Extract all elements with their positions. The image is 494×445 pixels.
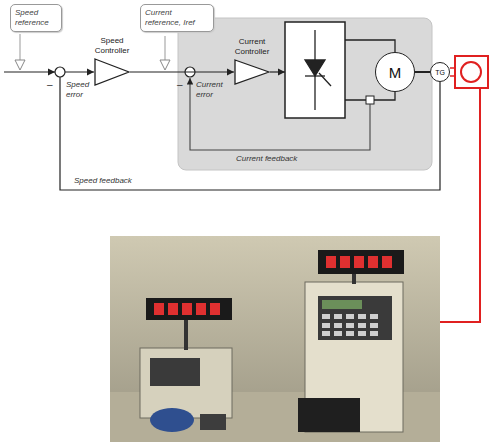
- motor-circle: M: [375, 52, 415, 92]
- signal-label: Speed error: [66, 80, 98, 100]
- connector-line: [60, 72, 440, 190]
- red-cable: [440, 88, 480, 322]
- controller-triangle: Current Controller: [222, 37, 282, 85]
- pointer-head: [160, 60, 170, 70]
- callout-box: Current reference, Iref: [140, 4, 214, 32]
- red-sensor-symbol: [461, 62, 481, 82]
- current-loop-panel: [178, 18, 432, 170]
- connector-line: [415, 71, 430, 73]
- connector-line: [130, 71, 234, 72]
- pointer-line: [165, 36, 166, 60]
- callout-box: Speed reference: [10, 4, 62, 32]
- pointer-line: [20, 34, 21, 60]
- triangle-outline: [95, 59, 129, 85]
- triangle-symbol: [234, 59, 270, 85]
- edge-label: Speed feedback: [72, 176, 134, 186]
- thyristor-symbol: [305, 30, 331, 110]
- equipment-photo: [110, 236, 440, 442]
- signal-label: Current error: [196, 80, 232, 100]
- summing-junction: [55, 67, 65, 77]
- triangle-symbol: [94, 58, 130, 86]
- node-text: Current reference, Iref: [145, 8, 209, 28]
- node-text: TG: [435, 69, 445, 76]
- controller-triangle: Speed Controller: [84, 36, 140, 86]
- tachogenerator-circle: TG: [430, 62, 450, 82]
- signal-line: [270, 71, 285, 72]
- triangle-outline: [235, 60, 269, 84]
- minus-sign: –: [177, 80, 187, 90]
- node-text: M: [389, 65, 402, 80]
- red-sensor-box: [455, 56, 488, 88]
- input-line: [4, 71, 55, 72]
- current-sensor: [366, 96, 374, 104]
- signal-label: Current feedback: [236, 154, 326, 164]
- thyristor-box: [285, 22, 345, 118]
- node-text: Speed reference: [15, 8, 57, 28]
- controller-label: Current Controller: [222, 37, 282, 57]
- pointer-head: [15, 60, 25, 70]
- current-feedback-line: [190, 78, 370, 150]
- motor-lead: [345, 40, 395, 52]
- controller-label: Speed Controller: [84, 36, 140, 56]
- minus-sign: –: [47, 80, 57, 90]
